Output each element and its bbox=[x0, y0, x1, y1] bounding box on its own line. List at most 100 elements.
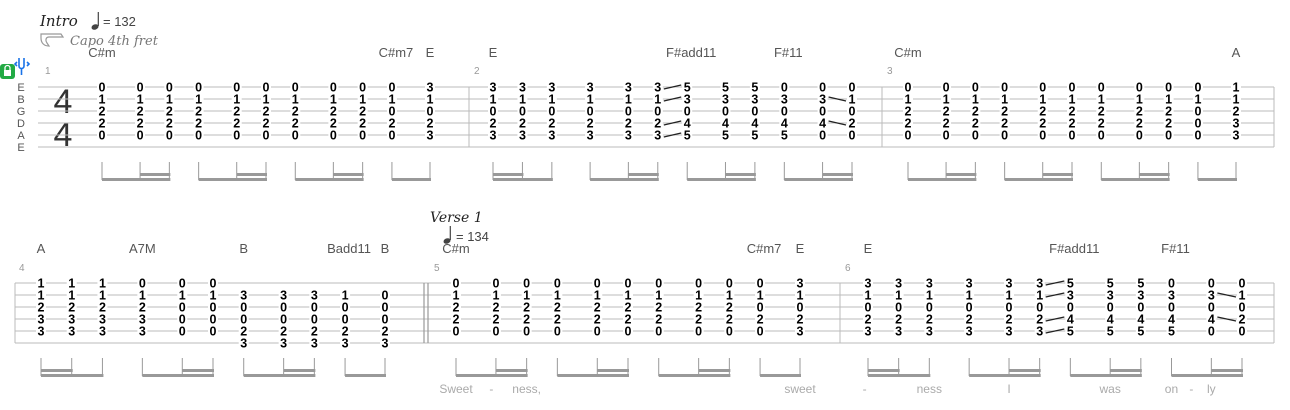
chord-name[interactable]: B bbox=[381, 241, 390, 256]
fret-number[interactable]: 0 bbox=[1239, 301, 1246, 315]
fret-number[interactable]: 0 bbox=[594, 277, 601, 291]
fret-number[interactable]: 0 bbox=[388, 81, 395, 95]
fret-number[interactable]: 0 bbox=[166, 129, 173, 143]
fret-number[interactable]: 2 bbox=[38, 301, 45, 315]
fret-number[interactable]: 1 bbox=[554, 289, 561, 303]
fret-number[interactable]: 0 bbox=[905, 81, 912, 95]
fret-number[interactable]: 0 bbox=[1098, 129, 1105, 143]
fret-number[interactable]: 2 bbox=[726, 313, 733, 327]
fret-number[interactable]: 5 bbox=[722, 81, 729, 95]
fret-number[interactable]: 0 bbox=[1039, 81, 1046, 95]
fret-number[interactable]: 0 bbox=[849, 129, 856, 143]
fret-number[interactable]: 2 bbox=[905, 105, 912, 119]
fret-number[interactable]: 0 bbox=[1107, 301, 1114, 315]
fret-number[interactable]: 2 bbox=[1039, 105, 1046, 119]
fret-number[interactable]: 3 bbox=[625, 129, 632, 143]
chord-name[interactable]: C#m7 bbox=[379, 45, 414, 60]
fret-number[interactable]: 3 bbox=[427, 81, 434, 95]
fret-number[interactable]: 0 bbox=[1168, 277, 1175, 291]
fret-number[interactable]: 3 bbox=[781, 93, 788, 107]
fret-number[interactable]: 2 bbox=[195, 105, 202, 119]
fret-number[interactable]: 0 bbox=[1208, 277, 1215, 291]
fret-number[interactable]: 0 bbox=[781, 105, 788, 119]
fret-number[interactable]: 2 bbox=[523, 313, 530, 327]
fret-number[interactable]: 3 bbox=[587, 129, 594, 143]
fret-number[interactable]: 0 bbox=[751, 105, 758, 119]
fret-number[interactable]: 1 bbox=[359, 93, 366, 107]
fret-number[interactable]: 0 bbox=[1194, 105, 1201, 119]
fret-number[interactable]: 0 bbox=[311, 313, 318, 327]
fret-number[interactable]: 3 bbox=[1107, 289, 1114, 303]
fret-number[interactable]: 0 bbox=[684, 105, 691, 119]
fret-number[interactable]: 1 bbox=[179, 289, 186, 303]
chord-name[interactable]: F#11 bbox=[1161, 241, 1190, 256]
fret-number[interactable]: 1 bbox=[625, 93, 632, 107]
fret-number[interactable]: 5 bbox=[751, 129, 758, 143]
fret-number[interactable]: 0 bbox=[263, 129, 270, 143]
fret-number[interactable]: 0 bbox=[726, 277, 733, 291]
fret-number[interactable]: 1 bbox=[38, 289, 45, 303]
fret-number[interactable]: 2 bbox=[1239, 313, 1246, 327]
fret-number[interactable]: 5 bbox=[1107, 277, 1114, 291]
fret-number[interactable]: 1 bbox=[453, 289, 460, 303]
fret-number[interactable]: 3 bbox=[722, 93, 729, 107]
fret-number[interactable]: 0 bbox=[1168, 301, 1175, 315]
fret-number[interactable]: 2 bbox=[427, 117, 434, 131]
fret-number[interactable]: 1 bbox=[490, 93, 497, 107]
fret-number[interactable]: 0 bbox=[905, 129, 912, 143]
fret-number[interactable]: 2 bbox=[388, 117, 395, 131]
chord-name[interactable]: C#m7 bbox=[747, 241, 782, 256]
fret-number[interactable]: 1 bbox=[1165, 93, 1172, 107]
fret-number[interactable]: 2 bbox=[1036, 313, 1043, 327]
fret-number[interactable]: 2 bbox=[99, 117, 106, 131]
fret-number[interactable]: 0 bbox=[722, 105, 729, 119]
fret-number[interactable]: 0 bbox=[210, 325, 217, 339]
fret-number[interactable]: 3 bbox=[1168, 289, 1175, 303]
fret-number[interactable]: 0 bbox=[233, 129, 240, 143]
fret-number[interactable]: 3 bbox=[1233, 117, 1240, 131]
fret-number[interactable]: 2 bbox=[1039, 117, 1046, 131]
fret-number[interactable]: 2 bbox=[895, 313, 902, 327]
fret-number[interactable]: 2 bbox=[342, 325, 349, 339]
fret-number[interactable]: 3 bbox=[865, 277, 872, 291]
fret-number[interactable]: 2 bbox=[625, 301, 632, 315]
fret-number[interactable]: 0 bbox=[492, 325, 499, 339]
fret-number[interactable]: 0 bbox=[280, 301, 287, 315]
fret-number[interactable]: 0 bbox=[625, 105, 632, 119]
fret-number[interactable]: 0 bbox=[195, 129, 202, 143]
fret-number[interactable]: 2 bbox=[966, 313, 973, 327]
fret-number[interactable]: 1 bbox=[1069, 93, 1076, 107]
fret-number[interactable]: 3 bbox=[99, 313, 106, 327]
fret-number[interactable]: 0 bbox=[625, 277, 632, 291]
fret-number[interactable]: 2 bbox=[695, 301, 702, 315]
fret-number[interactable]: 3 bbox=[280, 289, 287, 303]
fret-number[interactable]: 1 bbox=[1233, 93, 1240, 107]
fret-number[interactable]: 1 bbox=[99, 289, 106, 303]
fret-number[interactable]: 1 bbox=[865, 289, 872, 303]
fret-number[interactable]: 3 bbox=[751, 93, 758, 107]
fret-number[interactable]: 2 bbox=[1136, 105, 1143, 119]
fret-number[interactable]: 0 bbox=[1069, 81, 1076, 95]
fret-number[interactable]: 2 bbox=[972, 117, 979, 131]
fret-number[interactable]: 2 bbox=[492, 301, 499, 315]
fret-number[interactable]: 5 bbox=[722, 129, 729, 143]
fret-number[interactable]: 0 bbox=[523, 277, 530, 291]
fret-number[interactable]: 3 bbox=[38, 313, 45, 327]
fret-number[interactable]: 2 bbox=[655, 313, 662, 327]
fret-number[interactable]: 0 bbox=[1001, 81, 1008, 95]
